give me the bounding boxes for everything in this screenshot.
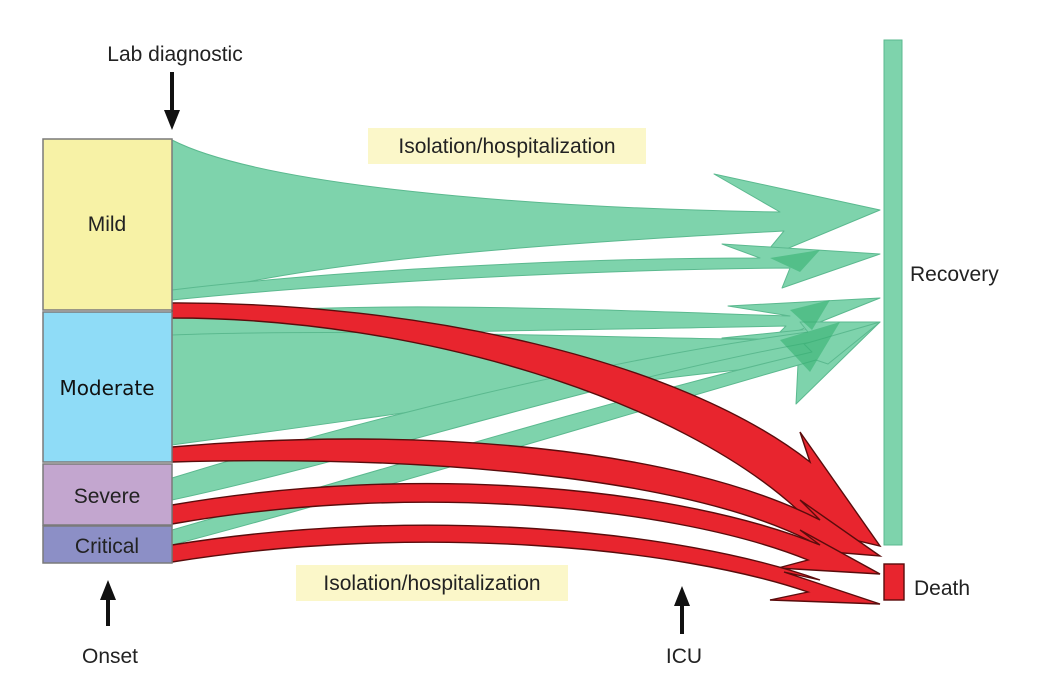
death-label: Death	[914, 577, 970, 600]
category-moderate-box	[42, 311, 173, 463]
recovery-flow-mild-upper	[171, 139, 881, 301]
category-critical-label: Critical	[75, 535, 139, 558]
isolation-top-label: Isolation/hospitalization	[398, 135, 615, 158]
onset-arrow-icon	[100, 580, 116, 626]
death-flows	[171, 302, 883, 605]
severity-column	[42, 138, 173, 564]
death-flow-severe	[171, 482, 881, 575]
isolation-top-highlight	[368, 128, 646, 164]
lab-diagnostic-label: Lab diagnostic	[107, 43, 242, 66]
category-critical-box	[42, 525, 173, 564]
category-severe-box	[42, 463, 173, 526]
icu-arrow-icon	[674, 586, 690, 634]
isolation-bottom-highlight	[296, 565, 568, 601]
isolation-bottom-label: Isolation/hospitalization	[323, 572, 540, 595]
icu-label: ICU	[666, 645, 702, 668]
recovery-flow-mild-lower	[171, 243, 881, 301]
death-flow-critical	[171, 524, 881, 605]
category-mild-label: Mild	[88, 213, 127, 236]
onset-label: Onset	[82, 645, 138, 668]
lab-diagnostic-arrow-icon	[164, 72, 180, 130]
death-box	[883, 563, 905, 601]
category-moderate-label: Moderate	[59, 376, 154, 400]
recovery-bar	[883, 39, 903, 546]
category-mild-box	[42, 138, 173, 311]
recovery-label: Recovery	[910, 263, 999, 286]
category-severe-label: Severe	[74, 485, 141, 508]
recovery-overlap-shade	[770, 250, 840, 372]
